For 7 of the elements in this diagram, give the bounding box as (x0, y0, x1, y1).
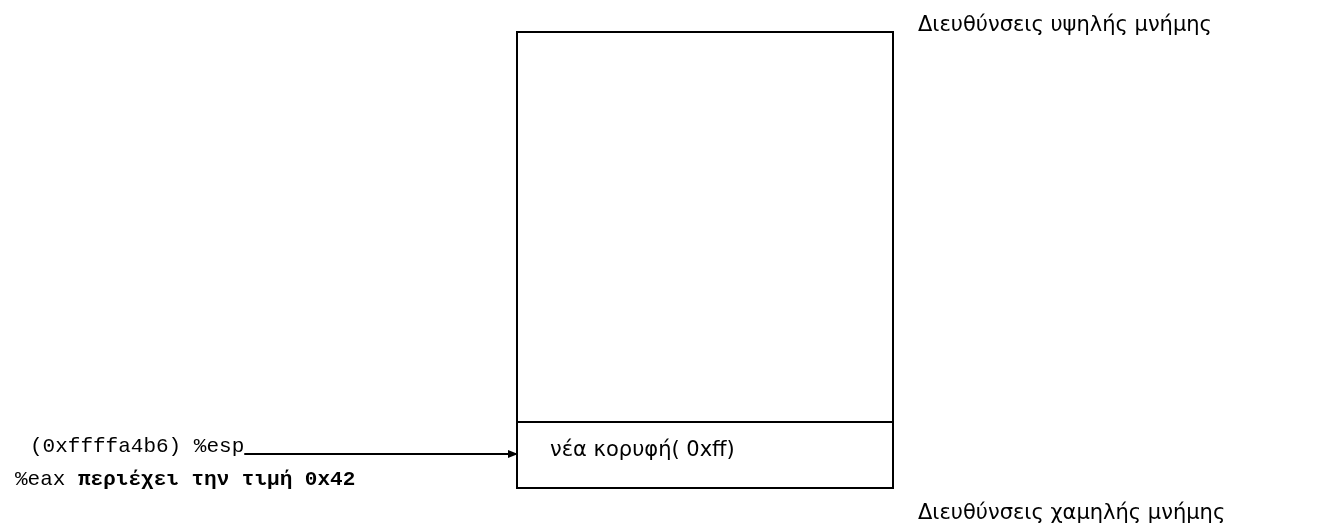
stack-cell: νέα κορυφή( 0xff) (518, 421, 892, 487)
note-text: %eax περιέχει την τιμή 0x42 (15, 468, 356, 491)
memory-label: Διευθύνσεις χαμηλής μνήμης (918, 500, 1226, 524)
arrow (243, 450, 519, 458)
stack-box (516, 31, 894, 489)
register-label: (0xffffa4b6) %esp (30, 435, 245, 467)
memory-label: Διευθύνσεις υψηλής μνήμης (918, 12, 1212, 36)
